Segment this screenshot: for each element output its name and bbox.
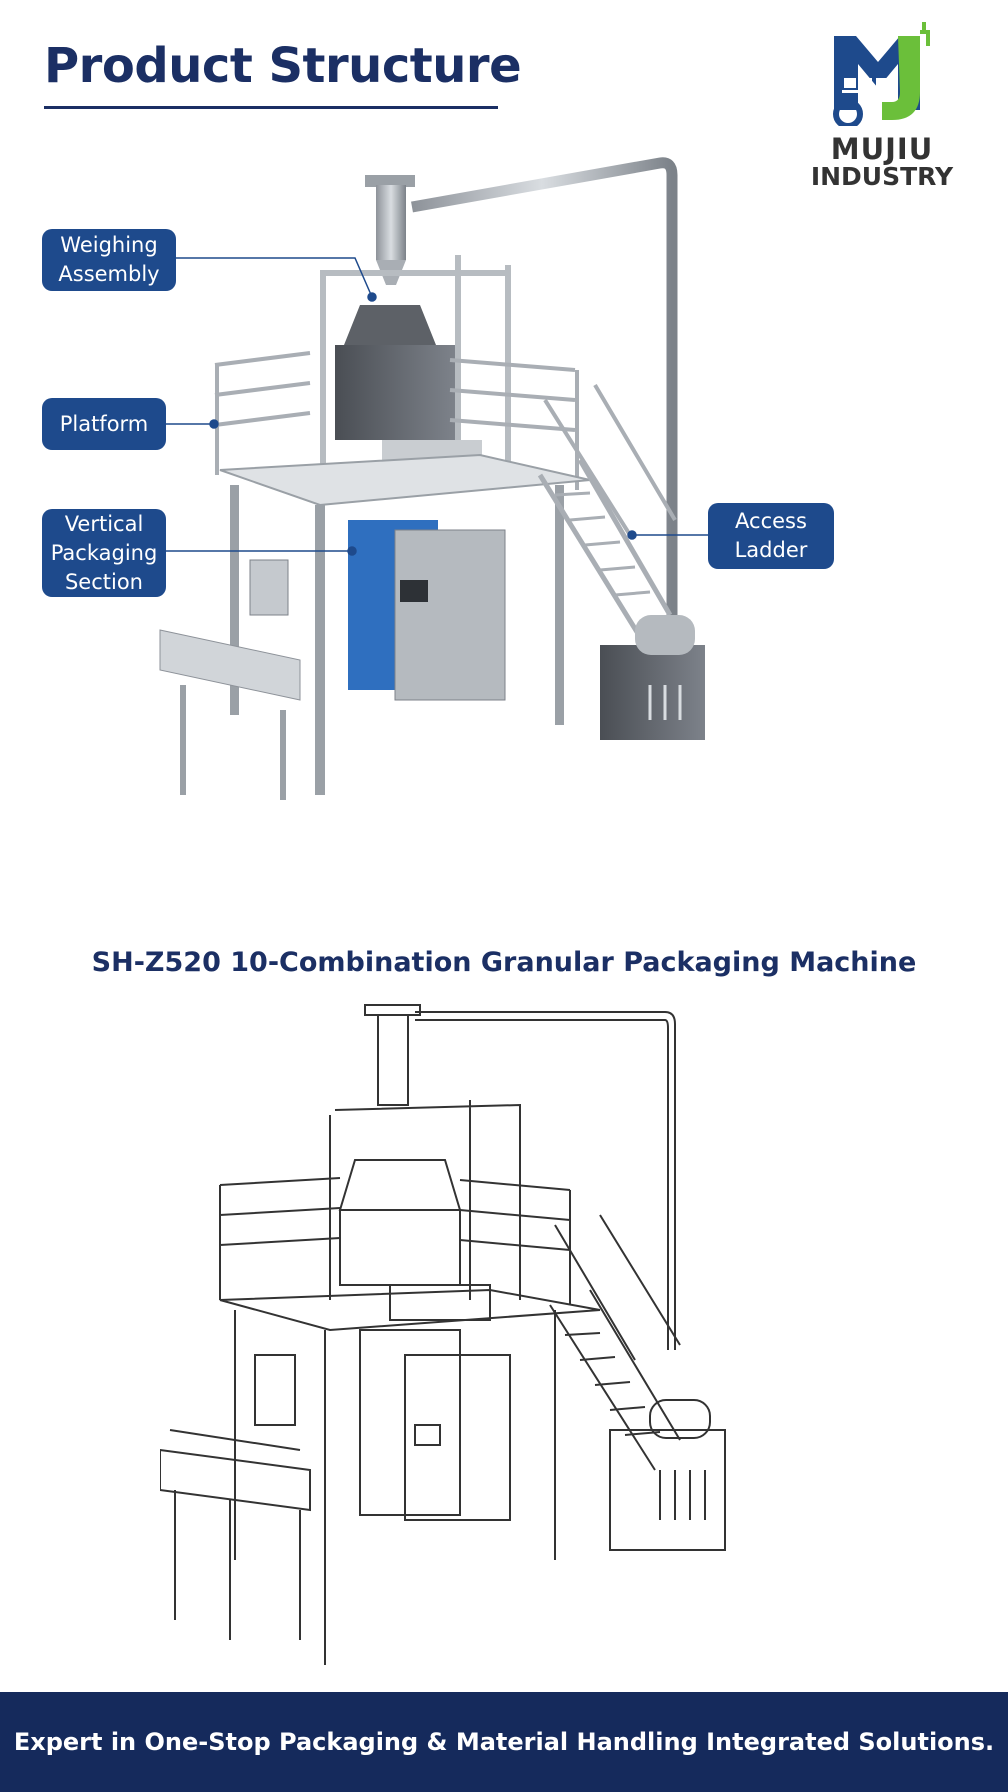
- callout-platform: Platform: [42, 398, 166, 450]
- brand-name: MUJIU: [830, 132, 934, 166]
- title-underline: [44, 106, 498, 109]
- machine-line-drawing: [160, 1004, 726, 1665]
- footer-tagline: Expert in One-Stop Packaging & Material …: [13, 1728, 995, 1756]
- product-photo: [159, 157, 705, 800]
- mujiu-gear-logo-icon: [833, 22, 930, 126]
- page-title: Product Structure: [44, 38, 522, 94]
- brand-subtitle: INDUSTRY: [810, 162, 954, 191]
- machine-name: SH-Z520 10-Combination Granular Packagin…: [91, 947, 917, 978]
- brand-logo: MUJIU INDUSTRY: [792, 18, 972, 193]
- footer-banner: Expert in One-Stop Packaging & Material …: [0, 1692, 1008, 1792]
